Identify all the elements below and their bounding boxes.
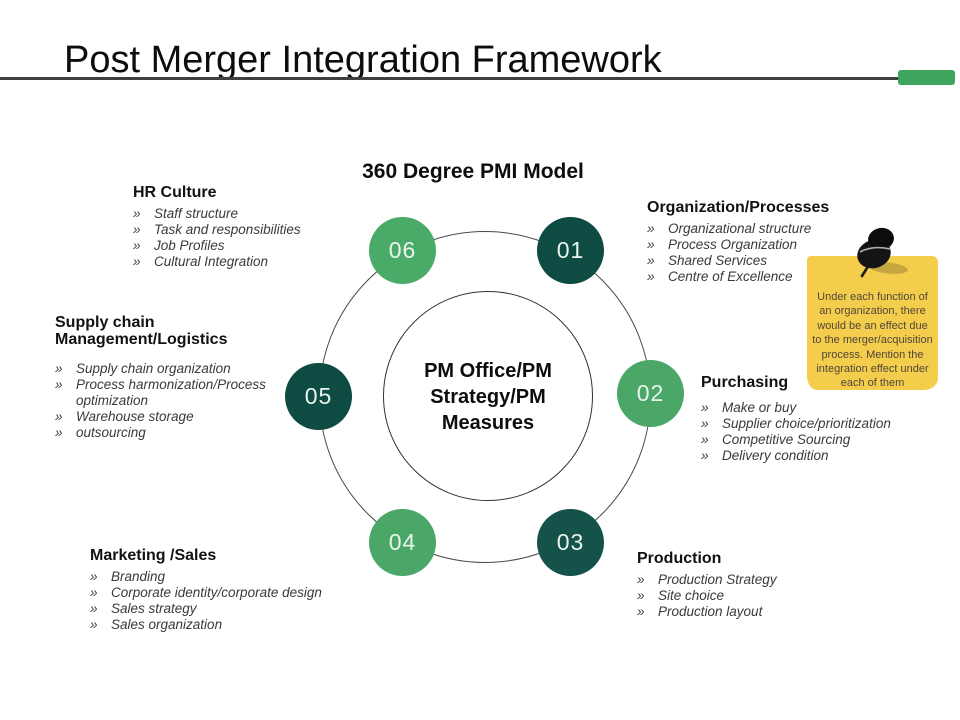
title-rule xyxy=(0,77,902,80)
section-title: Organization/Processes xyxy=(647,199,830,216)
bullet-icon: » xyxy=(90,601,98,616)
sticky-note-text: Under each function of an organization, … xyxy=(812,291,933,390)
list-item: »Corporate identity/corporate design xyxy=(90,585,322,600)
sticky-note: Under each function of an organization, … xyxy=(807,256,938,390)
list-item: »Process Organization xyxy=(647,237,798,252)
pushpin-icon xyxy=(857,227,908,278)
section-item-list: »Production Strategy »Site choice »Produ… xyxy=(637,572,868,620)
bullet-icon: » xyxy=(90,569,98,584)
list-item: »outsourcing xyxy=(55,425,146,440)
list-item: »Job Profiles xyxy=(133,238,225,253)
bullet-icon: » xyxy=(647,269,655,284)
bullet-icon: » xyxy=(647,237,655,252)
inner-circle xyxy=(383,291,593,501)
diagram-title: 360 Degree PMI Model xyxy=(362,160,584,184)
list-item: »Task and responsibilities xyxy=(133,222,301,237)
list-item: »Competitive Sourcing xyxy=(701,432,851,447)
list-item: »Centre of Excellence xyxy=(647,269,793,284)
list-item: »Site choice xyxy=(637,588,725,603)
bullet-icon: » xyxy=(90,585,98,600)
bullet-icon: » xyxy=(133,238,141,253)
list-item: »Supply chain organization xyxy=(55,361,231,376)
section-production: Production »Production Strategy »Site ch… xyxy=(637,550,868,620)
bullet-icon: » xyxy=(90,617,98,632)
bullet-icon: » xyxy=(55,361,63,376)
section-title: HR Culture xyxy=(133,184,217,201)
list-item: »Production layout xyxy=(637,604,763,619)
bullet-icon: » xyxy=(55,377,63,392)
bullet-icon: » xyxy=(55,425,63,440)
list-item: »Warehouse storage xyxy=(55,409,194,424)
section-supply-chain: Supply chain Management/Logistics »Suppl… xyxy=(55,314,284,441)
list-item: »Sales organization xyxy=(90,617,223,632)
bullet-icon: » xyxy=(701,448,709,463)
section-purchasing: Purchasing »Make or buy »Supplier choice… xyxy=(701,374,947,464)
list-item: »Production Strategy xyxy=(637,572,777,587)
list-item: »Delivery condition xyxy=(701,448,829,463)
section-item-list: »Make or buy »Supplier choice/prioritiza… xyxy=(701,400,947,464)
bullet-icon: » xyxy=(701,400,709,415)
section-title: Production xyxy=(637,550,722,567)
list-item: »Shared Services xyxy=(647,253,768,268)
bullet-icon: » xyxy=(637,588,645,603)
node-05: 05 xyxy=(285,363,352,430)
section-item-list: »Staff structure »Task and responsibilit… xyxy=(133,206,384,270)
page-title: Post Merger Integration Framework xyxy=(64,39,662,82)
center-label: PM Office/PM Strategy/PM Measures xyxy=(424,360,552,434)
bullet-icon: » xyxy=(55,409,63,424)
bullet-icon: » xyxy=(701,416,709,431)
bullet-icon: » xyxy=(647,221,655,236)
bullet-icon: » xyxy=(133,222,141,237)
bullet-icon: » xyxy=(637,572,645,587)
title-accent-bar xyxy=(898,70,955,85)
section-marketing-sales: Marketing /Sales »Branding »Corporate id… xyxy=(90,547,371,633)
section-title: Marketing /Sales xyxy=(90,547,217,564)
list-item: »Organizational structure xyxy=(647,221,812,236)
bullet-icon: » xyxy=(647,253,655,268)
list-item: »Make or buy xyxy=(701,400,797,415)
node-04: 04 xyxy=(369,509,436,576)
bullet-icon: » xyxy=(701,432,709,447)
node-06: 06 xyxy=(369,217,436,284)
section-item-list: »Branding »Corporate identity/corporate … xyxy=(90,569,371,633)
list-item: »Supplier choice/prioritization xyxy=(701,416,891,431)
list-item: »Cultural Integration xyxy=(133,254,269,269)
node-03: 03 xyxy=(537,509,604,576)
list-item: »Branding xyxy=(90,569,166,584)
section-title: Purchasing xyxy=(701,374,789,391)
section-hr-culture: HR Culture »Staff structure »Task and re… xyxy=(133,184,384,270)
section-item-list: »Supply chain organization »Process harm… xyxy=(55,361,284,441)
list-item: »Staff structure xyxy=(133,206,239,221)
list-item: »Sales strategy xyxy=(90,601,197,616)
list-item: »Process harmonization/Process optimizat… xyxy=(55,377,266,408)
section-organization-processes: Organization/Processes »Organizational s… xyxy=(647,199,893,285)
bullet-icon: » xyxy=(133,254,141,269)
section-item-list: »Organizational structure »Process Organ… xyxy=(647,221,893,285)
node-02: 02 xyxy=(617,360,684,427)
bullet-icon: » xyxy=(133,206,141,221)
section-title: Supply chain Management/Logistics xyxy=(55,314,228,348)
node-01: 01 xyxy=(537,217,604,284)
bullet-icon: » xyxy=(637,604,645,619)
